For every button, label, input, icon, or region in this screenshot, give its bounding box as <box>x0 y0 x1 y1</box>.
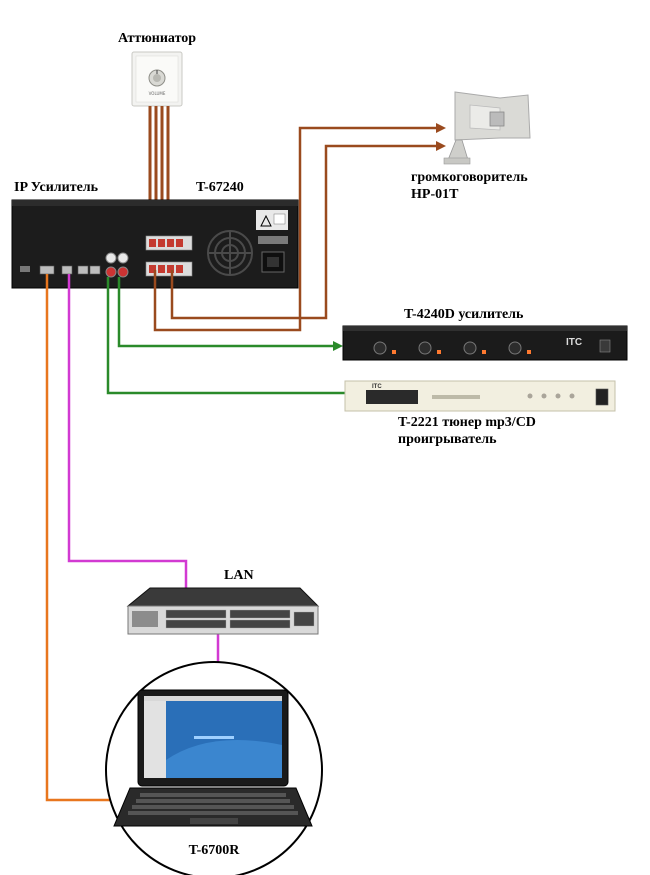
amp-4240d-device: ITC <box>342 325 628 361</box>
ip-amplifier-device <box>11 199 299 289</box>
laptop-device <box>105 661 323 875</box>
amp-model-label: T-67240 <box>196 180 244 195</box>
tuner-itc-logo: ITC <box>372 384 382 390</box>
lan-label: LAN <box>224 568 254 583</box>
speaker-label-line1: громкоговоритель <box>411 170 528 185</box>
amp-4240d-label: T-4240D усилитель <box>404 307 524 322</box>
horn-speaker-device <box>443 91 531 165</box>
lan-switch-device <box>126 587 320 635</box>
tuner-label-line2: проигрыватель <box>398 432 497 447</box>
attenuator-device: VOLUME <box>131 51 183 107</box>
audio-cables <box>106 277 345 395</box>
tuner-label-line1: T-2221 тюнер mp3/CD <box>398 415 536 430</box>
speaker-terminals <box>145 235 193 277</box>
amp-itc-logo: ITC <box>566 337 582 348</box>
ip-amplifier-label: IP Усилитель <box>14 180 99 195</box>
speaker-cables <box>153 123 446 332</box>
rca-inputs <box>105 252 129 278</box>
laptop-label: T-6700R <box>188 843 240 858</box>
attenuator-label: Аттюниатор <box>117 31 197 46</box>
speaker-label-line2: HP-01T <box>411 187 459 202</box>
fan-grille <box>207 230 253 276</box>
attenuator-volume-text: VOLUME <box>149 91 166 96</box>
tuner-device: ITC <box>344 380 616 412</box>
